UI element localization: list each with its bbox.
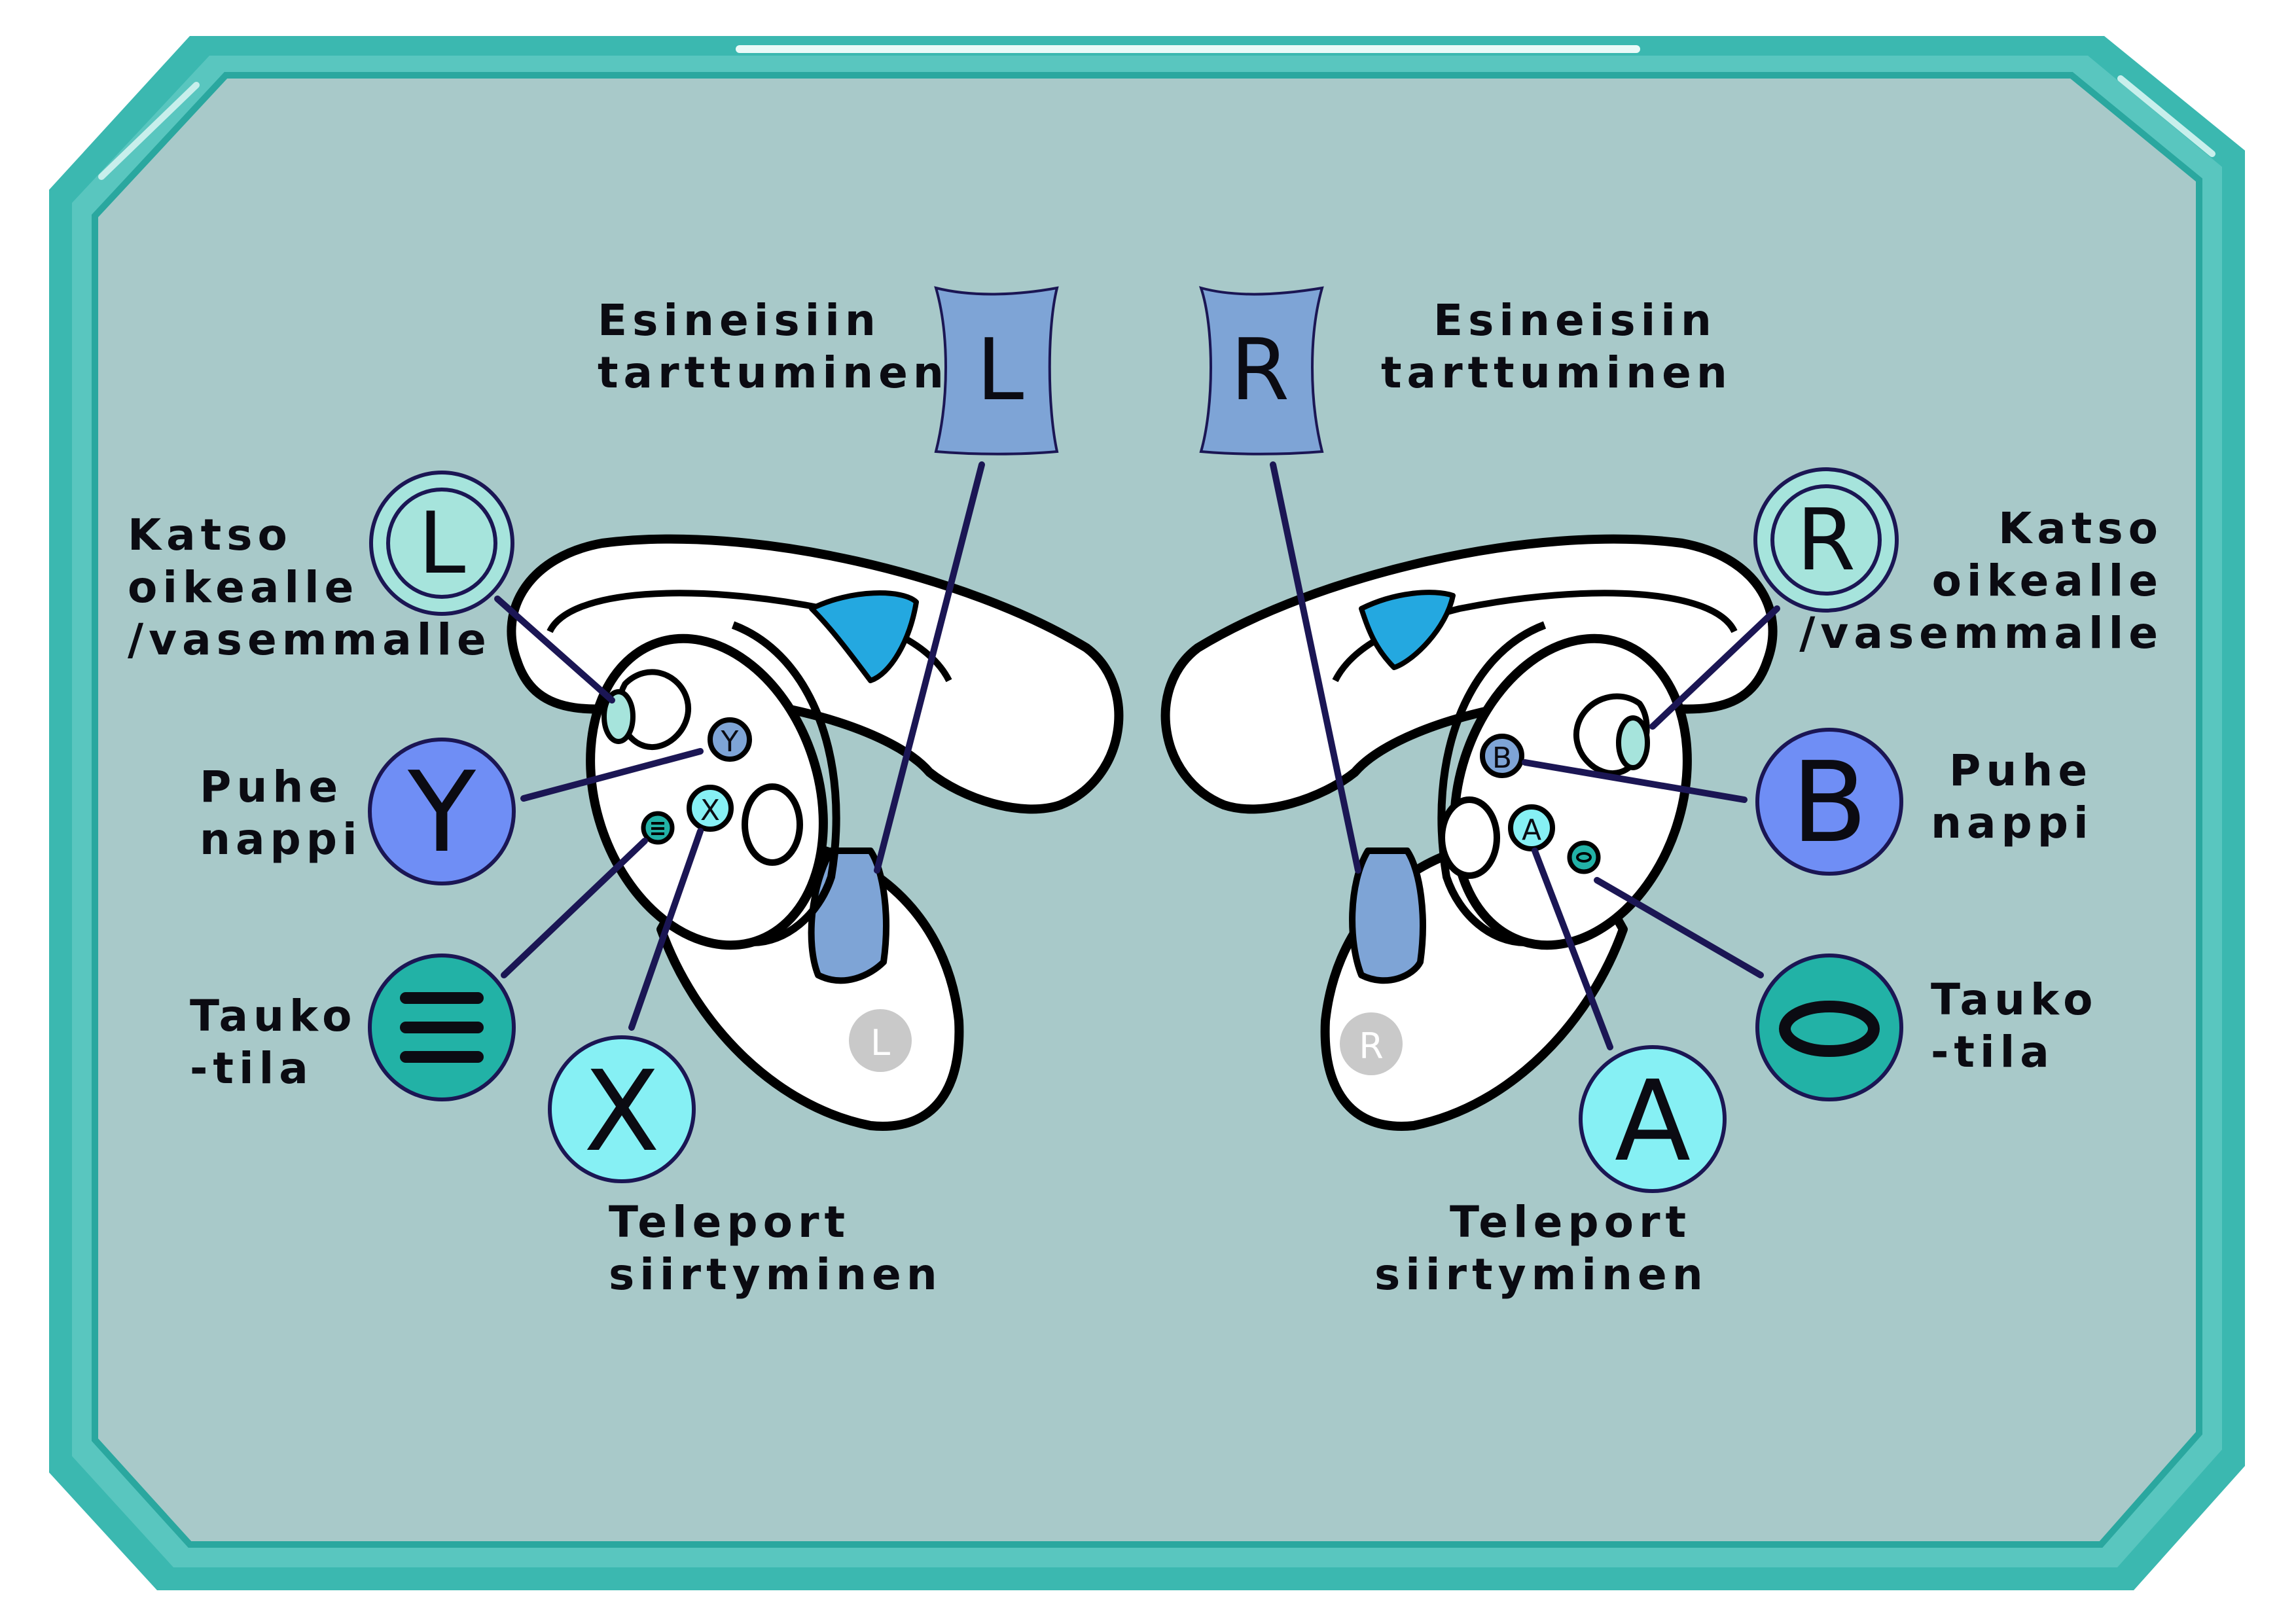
stick-badge-right-letter: R bbox=[1797, 490, 1856, 590]
leader-lines bbox=[494, 461, 1780, 1050]
grip-badge-right-shape bbox=[1198, 286, 1324, 455]
right-ring-inner bbox=[1332, 590, 1738, 683]
left-button-y bbox=[708, 717, 752, 762]
a-badge: A bbox=[1579, 1045, 1727, 1193]
left-logo bbox=[849, 1009, 912, 1072]
leader-oculus bbox=[1594, 877, 1764, 978]
a-badge-letter: A bbox=[1615, 1057, 1691, 1186]
stick-badge-left-circle bbox=[369, 471, 514, 616]
right-button-b-glyph: B bbox=[1492, 741, 1512, 775]
grip-badge-left: L bbox=[934, 286, 1059, 455]
left-ring-inner bbox=[547, 590, 952, 683]
label-talk-left-2: nappi bbox=[200, 814, 363, 865]
stick-badge-right: R bbox=[1753, 467, 1899, 613]
frame-highlight-left bbox=[98, 82, 200, 180]
label-teleport-left-1: Teleport bbox=[609, 1197, 850, 1247]
leader-x bbox=[628, 828, 704, 1031]
label-look-left-1: Katso bbox=[128, 510, 293, 560]
stick-badge-right-circle bbox=[1753, 467, 1899, 613]
menu-lines-icon bbox=[400, 992, 484, 1063]
right-oculus-button-small-oval bbox=[1576, 852, 1592, 863]
left-oculus-button bbox=[742, 783, 803, 866]
leader-stick-right bbox=[1649, 605, 1780, 730]
right-oculus-button-small bbox=[1567, 840, 1601, 874]
frame-highlight-right bbox=[2117, 75, 2215, 157]
label-look-left-3: /vasemmalle bbox=[128, 615, 492, 665]
leader-grip-left bbox=[874, 461, 985, 874]
left-controller: Y X L bbox=[507, 534, 1124, 1131]
label-grab-left-1: Esineisiin bbox=[598, 295, 881, 346]
pause-badge-right-circle bbox=[1755, 954, 1903, 1101]
label-pause-right-1: Tauko bbox=[1931, 974, 2098, 1025]
left-button-x-glyph: X bbox=[700, 794, 720, 827]
label-look-right-2: oikealle bbox=[1932, 556, 2163, 606]
label-talk-right-2: nappi bbox=[1931, 798, 2094, 848]
right-controller: B A R bbox=[1160, 534, 1778, 1131]
label-talk-left-1: Puhe bbox=[200, 762, 343, 812]
grip-badge-left-letter: L bbox=[977, 320, 1024, 419]
left-thumbstick bbox=[601, 689, 636, 744]
label-talk-right-1: Puhe bbox=[1949, 745, 2092, 796]
right-logo bbox=[1340, 1012, 1403, 1075]
label-look-right-3: /vasemmalle bbox=[1799, 608, 2163, 658]
left-trigger-accent bbox=[809, 590, 919, 683]
label-teleport-right-1: Teleport bbox=[1450, 1197, 1691, 1247]
b-badge-letter: B bbox=[1791, 738, 1868, 868]
left-button-y-glyph: Y bbox=[721, 725, 739, 758]
left-button-x bbox=[687, 785, 734, 832]
grip-badge-right: R bbox=[1198, 286, 1324, 455]
right-button-b bbox=[1480, 734, 1524, 778]
leader-stick-left bbox=[494, 596, 615, 704]
y-badge-circle bbox=[368, 738, 516, 885]
leader-b bbox=[1522, 759, 1748, 803]
stick-badge-left-letter: L bbox=[418, 493, 465, 593]
label-teleport-left-2: siirtyminen bbox=[609, 1249, 942, 1300]
stick-badge-left: L bbox=[369, 471, 514, 616]
b-badge-circle bbox=[1755, 728, 1903, 876]
right-grip-trigger bbox=[1349, 847, 1426, 984]
stick-badge-left-ring bbox=[386, 488, 497, 599]
right-thumbstick bbox=[1616, 715, 1650, 770]
grip-badge-left-shape bbox=[934, 286, 1059, 455]
right-trigger-accent bbox=[1359, 590, 1456, 670]
label-pause-left-2: -tila bbox=[190, 1043, 314, 1094]
right-button-a-glyph: A bbox=[1522, 813, 1541, 847]
y-badge-letter: Y bbox=[407, 748, 476, 878]
x-badge-letter: X bbox=[584, 1047, 660, 1177]
label-look-left-2: oikealle bbox=[128, 562, 359, 613]
b-badge: B bbox=[1755, 728, 1903, 876]
right-logo-glyph: R bbox=[1359, 1026, 1384, 1067]
label-look-right-1: Katso bbox=[1998, 503, 2163, 554]
pause-badge-right bbox=[1755, 954, 1903, 1101]
label-pause-left-1: Tauko bbox=[190, 991, 357, 1041]
right-button-a bbox=[1508, 804, 1555, 851]
leader-y bbox=[520, 748, 704, 802]
y-badge: Y bbox=[368, 738, 516, 885]
pause-badge-left bbox=[368, 954, 516, 1101]
label-grab-right-1: Esineisiin bbox=[1433, 295, 1717, 346]
label-pause-right-2: -tila bbox=[1931, 1027, 2054, 1077]
label-grab-left-2: tarttuminen bbox=[598, 348, 949, 398]
leader-a bbox=[1532, 847, 1613, 1050]
left-faceplate-edge bbox=[731, 621, 840, 946]
x-badge-circle bbox=[548, 1035, 696, 1183]
labels: Esineisiin tarttuminen Esineisiin tarttu… bbox=[128, 295, 2163, 1300]
oculus-oval-icon bbox=[1779, 1001, 1880, 1057]
leader-menu bbox=[501, 838, 648, 978]
x-badge: X bbox=[548, 1035, 696, 1183]
label-grab-right-2: tarttuminen bbox=[1381, 348, 1732, 398]
grip-badge-right-letter: R bbox=[1230, 320, 1289, 419]
leader-grip-right bbox=[1270, 461, 1361, 874]
stick-badge-right-ring bbox=[1770, 484, 1882, 596]
a-badge-circle bbox=[1579, 1045, 1727, 1193]
left-logo-glyph: L bbox=[870, 1022, 890, 1063]
right-large-button bbox=[1439, 796, 1500, 879]
label-teleport-right-2: siirtyminen bbox=[1374, 1249, 1708, 1300]
